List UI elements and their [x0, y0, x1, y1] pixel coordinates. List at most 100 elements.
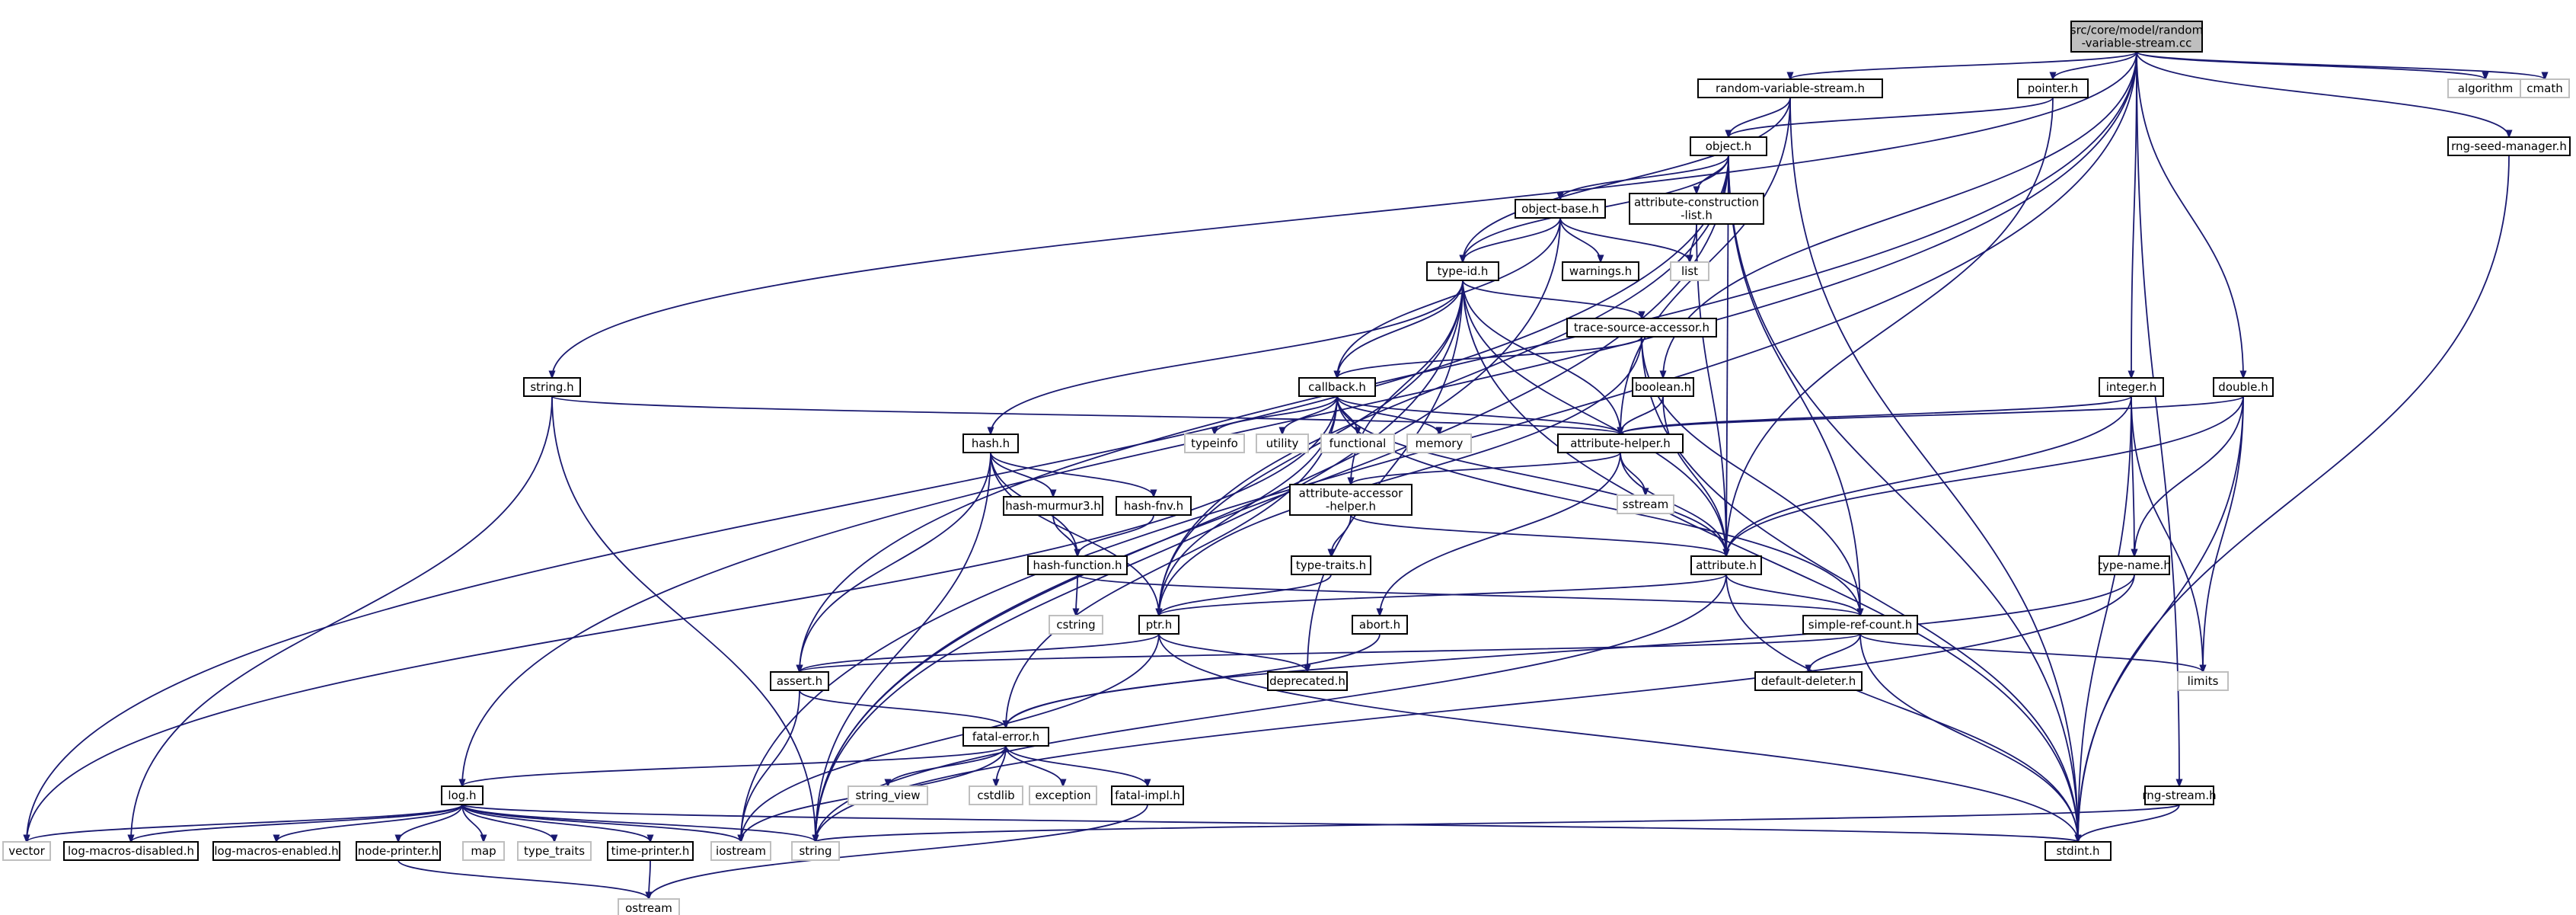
node-box	[1802, 615, 1918, 635]
node-object-base-h[interactable]: object-base.h	[1515, 199, 1606, 219]
node-label: vector	[8, 844, 45, 858]
edge-pointer_h-to-attribute_h	[1726, 97, 2054, 556]
edge-attr_helper_h-to-sstream	[1620, 452, 1646, 495]
edge-log_h-to-lmd_h	[131, 804, 463, 843]
node-integer-h[interactable]: integer.h	[2099, 377, 2164, 397]
node-time-printer-h[interactable]: time-printer.h	[607, 841, 694, 861]
node-limits: limits	[2177, 671, 2229, 691]
node-attribute-h[interactable]: attribute.h	[1690, 555, 1762, 575]
node-lmd-h[interactable]: log-macros-disabled.h	[63, 841, 199, 861]
node-box	[2045, 841, 2112, 861]
node-string-h[interactable]: string.h	[523, 377, 581, 397]
node-type-id-h[interactable]: type-id.h	[1426, 261, 1499, 281]
node-box	[1629, 193, 1764, 225]
node-box	[710, 841, 771, 861]
node-hash-h[interactable]: hash.h	[962, 434, 1019, 453]
edge-hash_h-to-fnv_h	[990, 452, 1154, 497]
node-label: pointer.h	[2028, 82, 2079, 95]
node-tsa-h[interactable]: trace-source-accessor.h	[1566, 318, 1717, 338]
node-rng-stream-h[interactable]: rng-stream.h	[2142, 785, 2217, 805]
edge-root-to-pointer_h	[2053, 51, 2137, 79]
node-stdint-h[interactable]: stdint.h	[2045, 841, 2112, 861]
node-type-name-h[interactable]: type-name.h	[2098, 555, 2171, 575]
node-iostream: iostream	[710, 841, 771, 861]
node-hash-fn-h[interactable]: hash-function.h	[1027, 555, 1128, 575]
node-rng-seed[interactable]: rng-seed-manager.h	[2447, 136, 2571, 156]
edge-src_h-to-assert_h	[800, 633, 1861, 673]
edge-object_h-to-object_base_h	[1560, 155, 1729, 200]
edge-log_h-to-iostream	[461, 804, 741, 842]
edge-attribute_h-to-src_h	[1725, 574, 1860, 616]
edge-tsa_h-to-ptr_h	[1159, 336, 1642, 616]
node-label: node-printer.h	[358, 844, 439, 858]
node-label: time-printer.h	[611, 844, 690, 858]
edge-double_h-to-attribute_h	[1726, 395, 2244, 556]
edge-root-to-double_h	[2136, 51, 2243, 378]
edge-callback_h-to-fatal_error_h	[1006, 395, 1338, 728]
node-label: type-name.h	[2098, 558, 2171, 572]
node-attr-helper-h[interactable]: attribute-helper.h	[1557, 434, 1684, 453]
node-default-deleter-h[interactable]: default-deleter.h	[1754, 671, 1863, 691]
node-ptr-h[interactable]: ptr.h	[1138, 615, 1179, 635]
node-box	[523, 377, 581, 397]
node-callback-h[interactable]: callback.h	[1298, 377, 1376, 397]
node-label: sstream	[1623, 497, 1668, 511]
node-lme-h[interactable]: log-macros-enabled.h	[212, 841, 340, 861]
node-pointer-h[interactable]: pointer.h	[2017, 78, 2089, 98]
node-box	[1515, 199, 1606, 219]
node-type-traits-h[interactable]: type-traits.h	[1291, 555, 1371, 575]
edge-src_h-to-stdint_h	[1859, 633, 2078, 842]
node-aah-h[interactable]: attribute-accessor-helper.h	[1289, 484, 1412, 516]
node-label: rng-stream.h	[2142, 789, 2216, 802]
edge-hash_h-to-ptr_h	[990, 452, 1159, 616]
node-fatal-error-h[interactable]: fatal-error.h	[962, 727, 1049, 747]
node-object-h[interactable]: object.h	[1690, 136, 1767, 156]
node-node-printer-h[interactable]: node-printer.h	[356, 841, 441, 861]
node-src-h[interactable]: simple-ref-count.h	[1802, 615, 1918, 635]
node-box	[962, 434, 1019, 453]
node-box	[1697, 78, 1883, 98]
node-box	[847, 785, 928, 805]
node-abort-h[interactable]: abort.h	[1352, 615, 1408, 635]
node-label: log-macros-enabled.h	[214, 844, 338, 858]
node-fnv-h[interactable]: hash-fnv.h	[1116, 496, 1192, 516]
node-assert-h[interactable]: assert.h	[770, 671, 829, 691]
node-warnings-h[interactable]: warnings.h	[1562, 261, 1639, 281]
edge-attribute_h-to-ptr_h	[1159, 574, 1727, 616]
node-label: abort.h	[1359, 618, 1400, 632]
edge-string_h-to-lmd_h	[131, 395, 553, 842]
node-murmur-h[interactable]: hash-murmur3.h	[1003, 496, 1103, 516]
edge-attr_helper_h-to-aah_h	[1351, 452, 1621, 485]
node-utility: utility	[1256, 434, 1309, 453]
edge-fatal_error_h-to-exception	[1005, 745, 1063, 786]
edge-double_h-to-attr_helper_h	[1620, 395, 2244, 435]
edge-root-to-algorithm	[2136, 51, 2485, 80]
node-typeinfo: typeinfo	[1184, 434, 1245, 453]
node-box	[2, 841, 51, 861]
node-cmath: cmath	[2520, 78, 2570, 98]
edge-murmur_h-to-hash_fn_h	[1052, 514, 1077, 556]
node-boolean-h[interactable]: boolean.h	[1632, 377, 1694, 397]
node-vector: vector	[2, 841, 51, 861]
node-deprecated-h[interactable]: deprecated.h	[1267, 671, 1348, 691]
node-log-h[interactable]: log.h	[441, 785, 484, 805]
node-label: -variable-stream.cc	[2082, 37, 2192, 50]
edge-log_h-to-time_printer_h	[461, 804, 650, 842]
node-label: deprecated.h	[1269, 674, 1345, 688]
node-double-h[interactable]: double.h	[2213, 377, 2274, 397]
node-box	[2213, 377, 2274, 397]
edge-ptr_h-to-deprecated_h	[1158, 633, 1307, 672]
node-root[interactable]: src/core/model/random-variable-stream.cc	[2070, 21, 2203, 53]
node-acl-h[interactable]: attribute-construction-list.h	[1629, 193, 1764, 225]
node-box	[2099, 555, 2170, 575]
node-rvs-h[interactable]: random-variable-stream.h	[1697, 78, 1883, 98]
node-label: type_traits	[524, 844, 585, 859]
edge-double_h-to-type_name_h	[2134, 395, 2244, 556]
node-box	[1256, 434, 1309, 453]
node-label: map	[471, 844, 496, 858]
node-box	[1138, 615, 1179, 635]
node-box	[1049, 615, 1103, 635]
edge-integer_h-to-attr_helper_h	[1620, 395, 2132, 435]
node-label: string.h	[530, 380, 573, 394]
node-fatal-impl-h[interactable]: fatal-impl.h	[1111, 785, 1184, 805]
